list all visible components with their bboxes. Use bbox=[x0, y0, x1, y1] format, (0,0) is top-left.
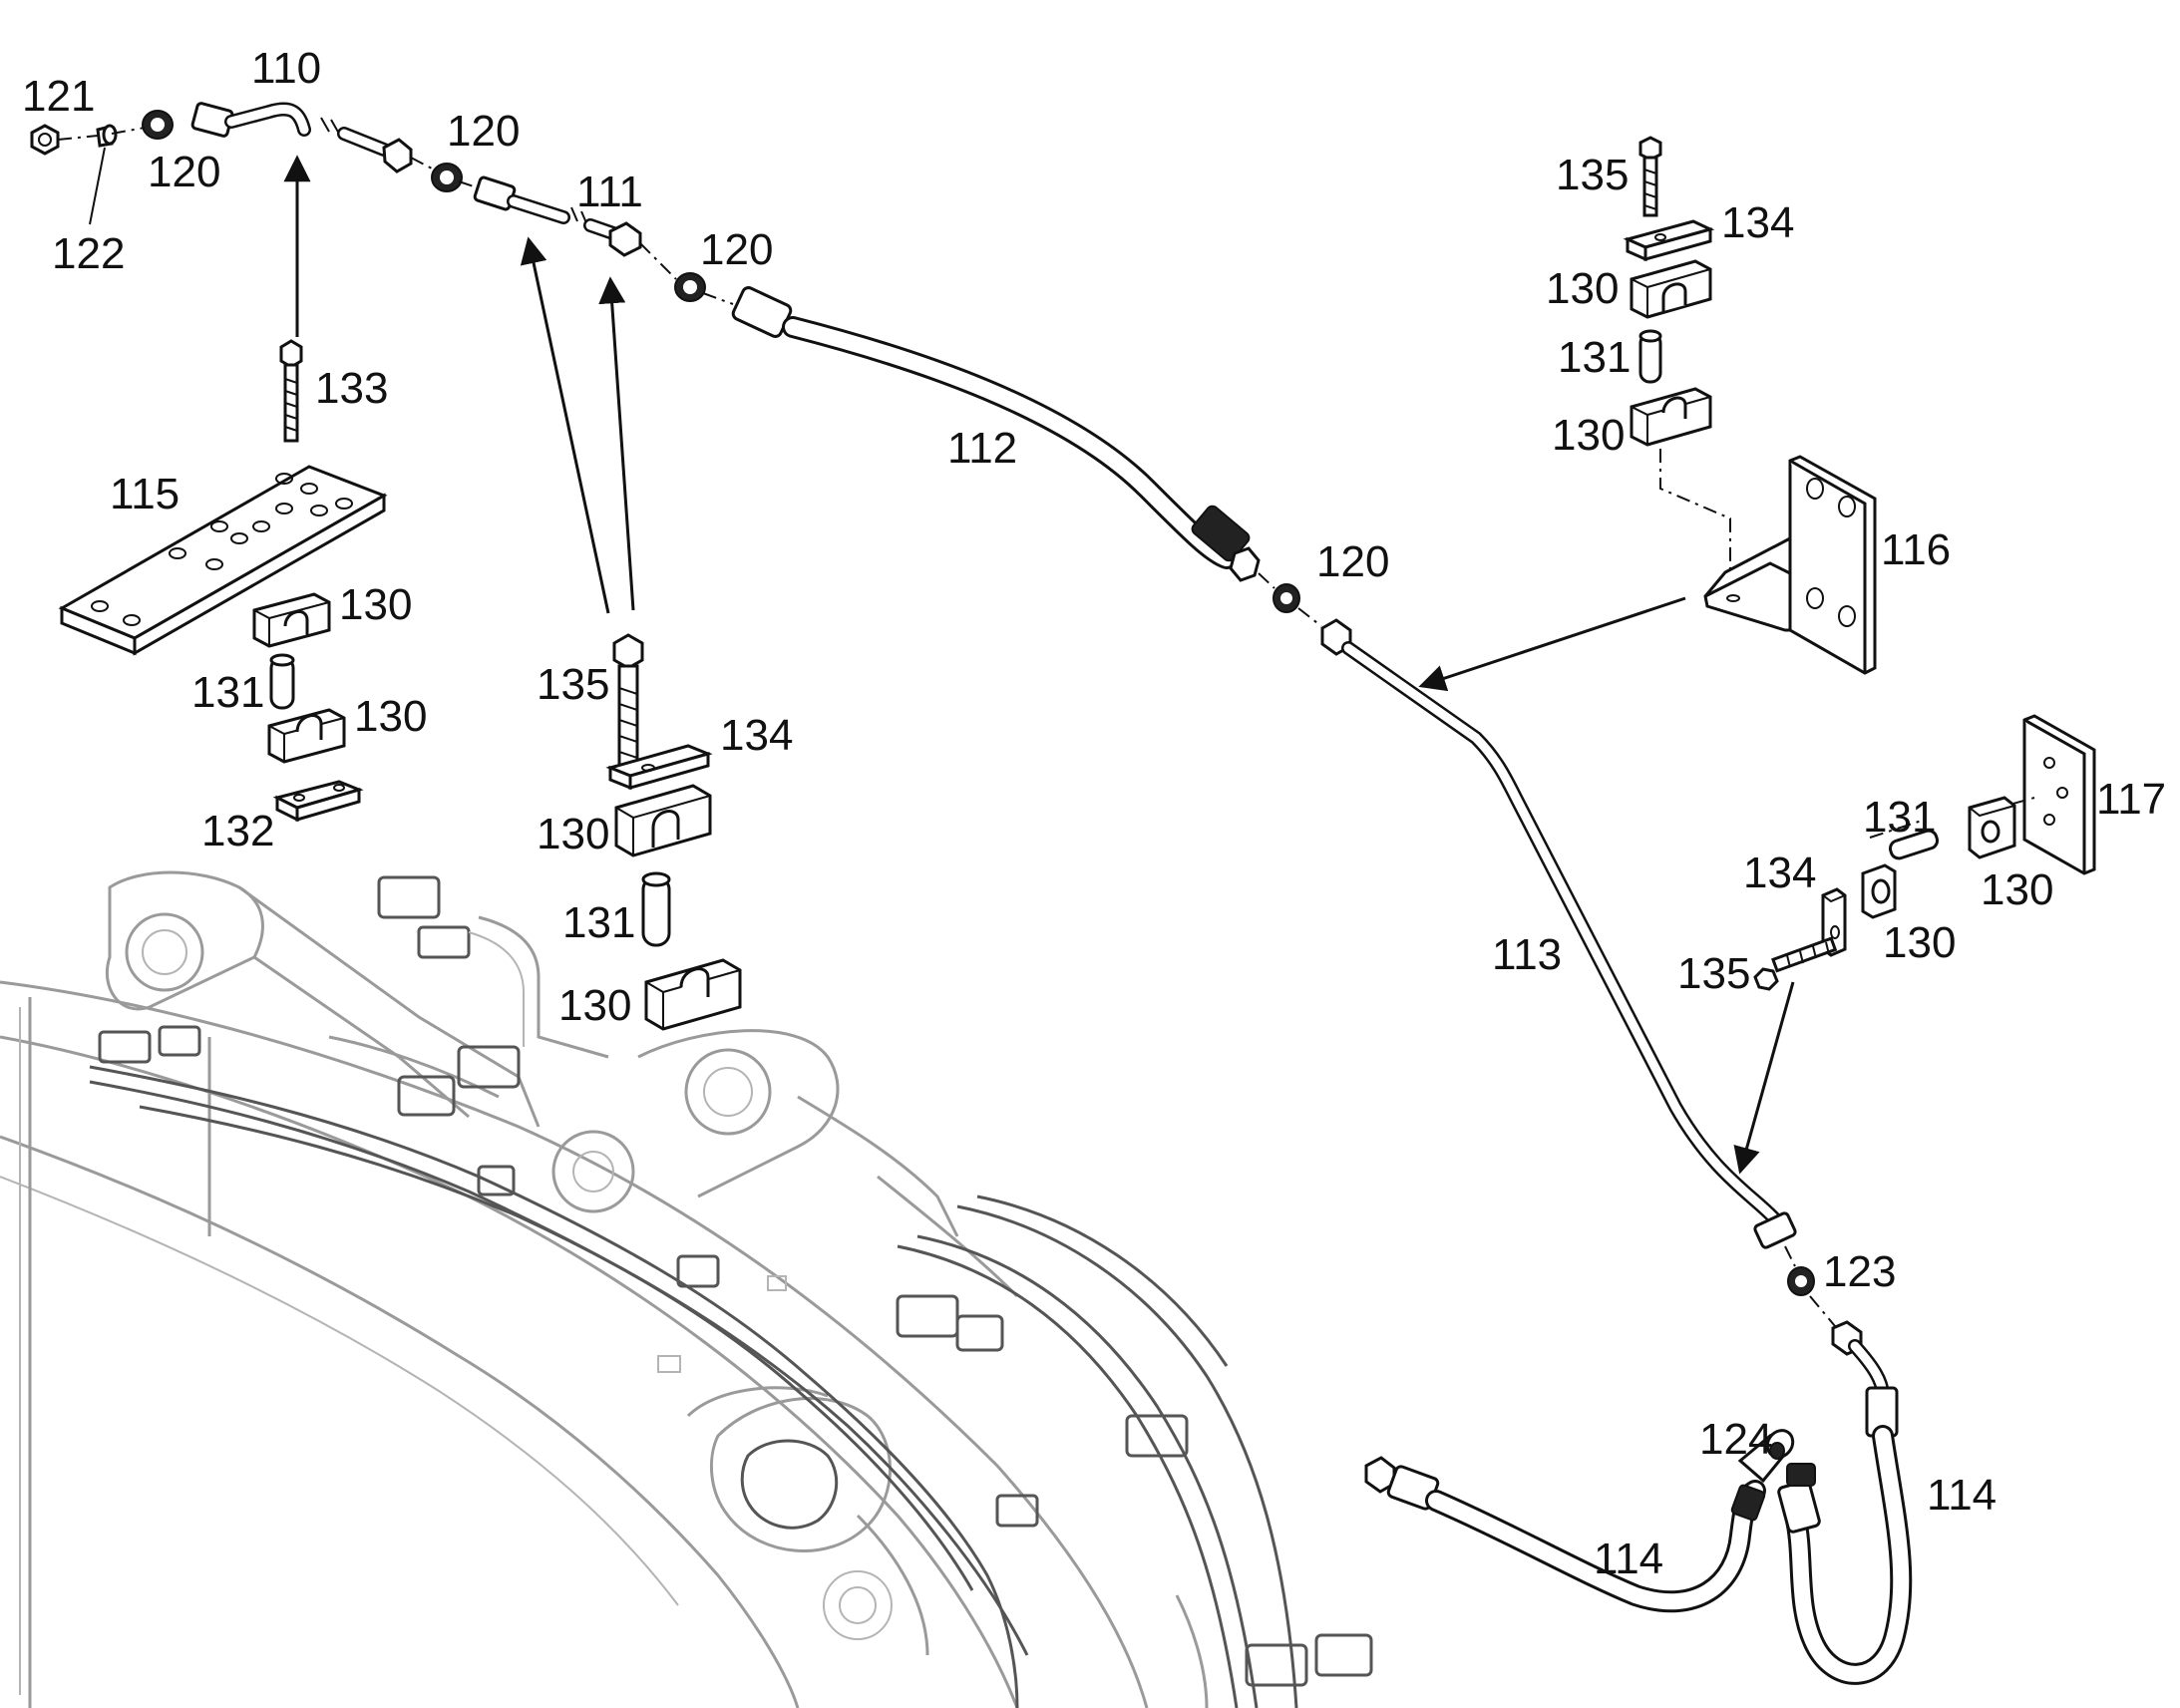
part-115-plate bbox=[58, 465, 388, 656]
callout-134: 134 bbox=[1721, 198, 1794, 247]
callout-116: 116 bbox=[1881, 525, 1951, 574]
callout-123: 123 bbox=[1823, 1247, 1896, 1296]
callout-120: 120 bbox=[447, 107, 520, 156]
leader-arrow-135-to-111b bbox=[598, 276, 635, 611]
callout-130: 130 bbox=[558, 981, 631, 1030]
leader-arrow-135-to-113 bbox=[1733, 981, 1795, 1175]
part-135-bolt-right bbox=[1753, 936, 1838, 991]
callout-110: 110 bbox=[251, 44, 321, 93]
callout-122: 122 bbox=[52, 229, 125, 278]
callout-130: 130 bbox=[339, 580, 412, 629]
callout-124: 124 bbox=[1699, 1415, 1772, 1464]
callout-121: 121 bbox=[22, 72, 95, 121]
part-131-sleeve-a bbox=[269, 653, 295, 710]
part-134-plate-top bbox=[1623, 219, 1715, 262]
callout-130: 130 bbox=[1981, 865, 2053, 914]
part-130-clamp-top-a bbox=[1630, 259, 1712, 319]
part-130-clamp-half-a bbox=[252, 592, 331, 648]
callout-111: 111 bbox=[576, 168, 643, 216]
assembly-axis-113 bbox=[1784, 1245, 1836, 1327]
part-116-bracket bbox=[1703, 455, 1877, 675]
callout-135: 135 bbox=[1556, 151, 1629, 199]
part-122-sleeve bbox=[96, 124, 118, 148]
part-120-seal-c bbox=[674, 272, 706, 302]
callout-134: 134 bbox=[1743, 849, 1816, 897]
part-124-elbow bbox=[1737, 1429, 1795, 1484]
part-132-plate bbox=[272, 780, 364, 823]
part-114-hose-right bbox=[1777, 1320, 1913, 1685]
part-120-seal-d bbox=[1272, 583, 1300, 613]
callout-130: 130 bbox=[354, 692, 427, 741]
part-110-pipe bbox=[190, 102, 413, 173]
callout-135: 135 bbox=[1677, 949, 1750, 998]
callout-115: 115 bbox=[110, 470, 180, 518]
part-130-clamp-right-b bbox=[1861, 863, 1897, 919]
part-135-bolt-top bbox=[1638, 136, 1662, 217]
callout-130: 130 bbox=[1546, 264, 1619, 313]
part-130-clamp-mid-b bbox=[644, 958, 742, 1031]
callout-114: 114 bbox=[1927, 1471, 1997, 1520]
assembly-axis-hose bbox=[1258, 572, 1322, 627]
part-130-clamp-mid-a bbox=[614, 784, 712, 857]
assembly-axis-116 bbox=[1659, 449, 1731, 598]
part-134-plate-mid bbox=[605, 744, 713, 791]
callout-130: 130 bbox=[537, 810, 609, 858]
part-120-seal-a bbox=[142, 110, 174, 140]
callout-112: 112 bbox=[947, 424, 1017, 473]
part-121-nut bbox=[30, 124, 60, 156]
part-117-plate bbox=[2022, 714, 2096, 875]
leader-arrow-116-to-113 bbox=[1418, 596, 1686, 692]
part-111-pipe bbox=[473, 175, 642, 257]
callout-131: 131 bbox=[562, 898, 635, 947]
assembly-axis-top bbox=[57, 127, 734, 305]
leader-arrow-135-to-111a bbox=[520, 236, 610, 614]
callout-131: 131 bbox=[191, 668, 264, 717]
callout-120: 120 bbox=[1316, 537, 1389, 586]
part-114-hose-left bbox=[1364, 1456, 1766, 1613]
part-131-sleeve-mid bbox=[641, 871, 671, 947]
callout-134: 134 bbox=[720, 711, 793, 760]
callout-133: 133 bbox=[315, 364, 388, 413]
part-131-sleeve-top bbox=[1638, 329, 1662, 384]
callout-114: 114 bbox=[1594, 1535, 1663, 1583]
part-120-seal-b bbox=[431, 163, 463, 192]
part-130-clamp-right-a bbox=[1968, 796, 2016, 859]
callout-130: 130 bbox=[1883, 918, 1956, 967]
callout-113: 113 bbox=[1492, 930, 1562, 979]
part-133-bolt bbox=[279, 339, 303, 443]
callout-132: 132 bbox=[201, 807, 274, 855]
leader-line-122 bbox=[89, 147, 106, 225]
callout-131: 131 bbox=[1558, 333, 1631, 382]
callout-117: 117 bbox=[2096, 775, 2166, 824]
part-130-clamp-half-b bbox=[267, 708, 346, 764]
excavator-boom-background bbox=[0, 870, 1373, 1708]
part-135-bolt-mid bbox=[612, 633, 644, 768]
callout-135: 135 bbox=[537, 660, 609, 709]
part-113-pipe bbox=[1320, 618, 1797, 1249]
callout-131: 131 bbox=[1863, 793, 1936, 842]
callout-120: 120 bbox=[700, 225, 773, 274]
part-112-hose bbox=[731, 286, 1261, 582]
callout-130: 130 bbox=[1552, 411, 1625, 460]
callout-120: 120 bbox=[148, 148, 220, 196]
part-123-adapter bbox=[1787, 1266, 1815, 1296]
part-131-sleeve-right bbox=[1888, 829, 1940, 860]
part-130-clamp-top-b bbox=[1630, 387, 1712, 447]
